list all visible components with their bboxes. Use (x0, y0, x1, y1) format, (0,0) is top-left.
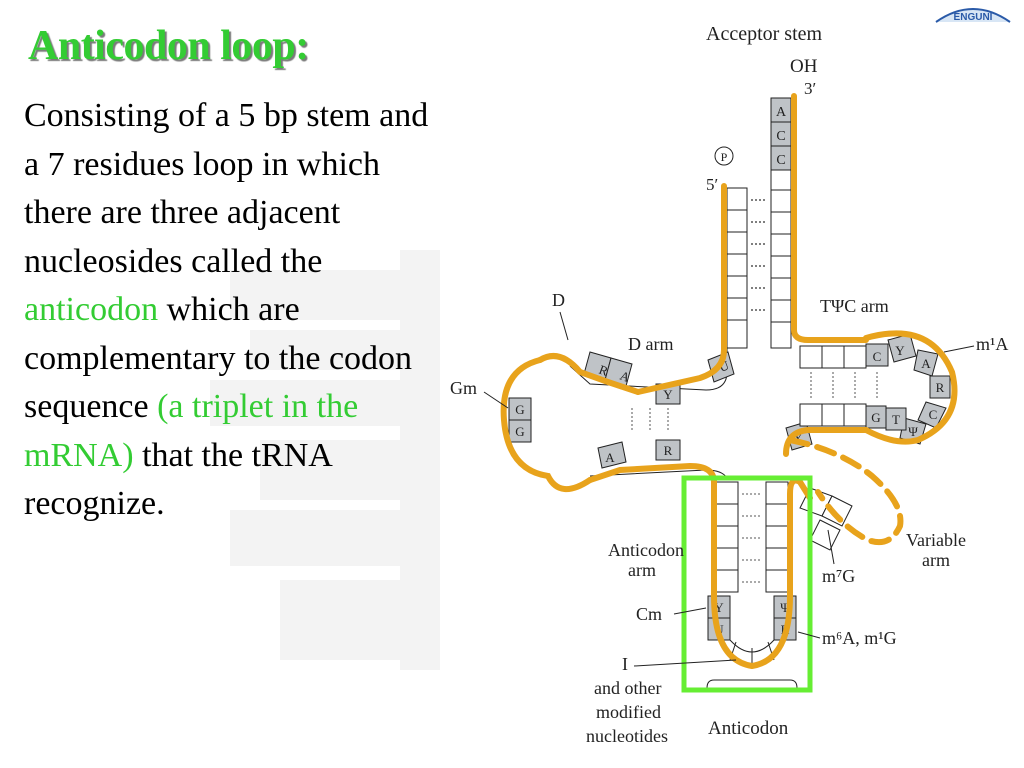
oh-label: OH (790, 56, 818, 77)
t-base-a: A (921, 356, 931, 371)
d-label: D (552, 290, 565, 310)
cm-label: Cm (636, 604, 662, 624)
gm-pointer (483, 391, 509, 409)
t-base-g: G (871, 410, 880, 425)
anticodon-stem-pairs (742, 493, 762, 583)
d-arm: R A Y U A R G G (508, 348, 735, 479)
d-base-y: Y (663, 387, 673, 402)
m6a-pointer (797, 631, 821, 639)
inosine-label-3: modified (596, 702, 661, 722)
backbone-variable-arm (787, 437, 904, 546)
backbone-tpsic-lower (783, 427, 869, 457)
logo-lettering: ENGUNI (954, 12, 993, 23)
inosine-label-4: nucleotides (586, 726, 668, 746)
tpsic-arm: C Y A R C Ψ T G Y (785, 333, 951, 451)
logo-arc (935, 8, 1011, 23)
trna-cloverleaf-diagram: A C C R A Y U A (450, 23, 1008, 746)
d-lower-base-a: A (605, 450, 615, 465)
backbone-anticodon-left (711, 477, 813, 670)
t-base-c: C (873, 349, 882, 364)
d-arm-label: D arm (628, 334, 673, 354)
inosine-label-1: I (622, 654, 628, 674)
d-arm-upper-bases (583, 351, 735, 405)
anticodon-term: anticodon (24, 291, 159, 328)
d-arm-pairs (631, 408, 669, 432)
gm-base-g2: G (515, 424, 524, 439)
anticodon-arm-label-2: arm (628, 560, 656, 580)
anticodon-stem-left (715, 481, 739, 593)
m1a-pointer (943, 345, 975, 353)
backbone-acceptor-3prime (791, 93, 869, 343)
t-base-y2: Y (793, 430, 803, 445)
m1a-label: m¹A (976, 334, 1008, 354)
backbone-tpsic-loop (863, 330, 958, 445)
anticodon-stem-right (765, 481, 789, 593)
anticodon-bracket (706, 679, 798, 689)
university-logo: ENGUNI (935, 8, 1011, 23)
t-base-r: R (936, 380, 945, 395)
anticodon-arm: Y U Ψ R (706, 481, 798, 689)
phosphate-marker (714, 146, 734, 166)
backbone-acceptor-5prime (635, 183, 727, 395)
anticodon-arm-label-1: Anticodon (608, 540, 684, 560)
ac-base-y: Y (714, 600, 724, 615)
variable-arm-label-2: arm (922, 550, 950, 570)
variable-arm (799, 487, 853, 551)
cm-pointer (673, 607, 707, 615)
acceptor-pairing-dots (751, 199, 767, 311)
d-pointer (559, 311, 569, 341)
acceptor-end-bases: A C C (770, 97, 792, 171)
three-prime-label: 3′ (804, 79, 816, 98)
m6a-m1g-label: m⁶A, m¹G (822, 628, 897, 648)
d-arm-lower-bases (597, 439, 681, 469)
backbone-d-loop (500, 357, 593, 492)
variable-arm-label-1: Variable (906, 530, 966, 550)
m7g-label: m⁷G (822, 566, 855, 586)
acceptor-base-a: A (776, 105, 787, 120)
tpsic-lower-bases (799, 403, 867, 427)
inosine-label-2: and other (594, 678, 661, 698)
acceptor-base-c1: C (776, 129, 785, 144)
body-part-2: which are complementary to the codon seq… (24, 291, 413, 425)
gm-label: Gm (450, 378, 477, 398)
ac-base-psi: Ψ (780, 600, 790, 615)
m7g-pointer (827, 529, 835, 565)
tpsic-colored-bases (785, 333, 951, 451)
slide-title: Anticodon loop: (28, 23, 309, 69)
d-loop-gm-bases (508, 397, 532, 443)
tpsic-pairs (810, 372, 878, 400)
acceptor-base-c2: C (776, 153, 785, 168)
d-lower-base-r: R (664, 443, 673, 458)
anticodon-stem-ticks (716, 503, 788, 571)
tpsic-upper-bases (799, 345, 867, 369)
five-prime-label: 5′ (706, 175, 718, 194)
body-part-3: that the tRNA recognize. (24, 436, 331, 523)
acceptor-stem-left-strand (726, 187, 748, 349)
body-text: Consisting of a 5 bp stem and a 7 residu… (24, 92, 434, 529)
t-base-y: Y (895, 343, 905, 358)
tpsic-arm-label: TΨC arm (820, 296, 889, 316)
t-base-t: T (892, 412, 900, 427)
t-base-psi: Ψ (908, 424, 918, 439)
gm-base-g1: G (515, 402, 524, 417)
mrna-triplet-note: (a triplet in the mRNA) (24, 388, 359, 474)
acceptor-stem-label: Acceptor stem (706, 23, 823, 45)
phosphate-label: P (721, 150, 728, 164)
inosine-pointer (633, 659, 737, 667)
t-base-c2: C (929, 407, 938, 422)
anticodon-highlight-box (681, 475, 813, 693)
anticodon-label: Anticodon (708, 718, 789, 739)
body-part-1: Consisting of a 5 bp stem and a 7 residu… (24, 97, 429, 280)
acceptor-base-ticks (727, 189, 791, 323)
backbone-d-upper (537, 353, 641, 395)
